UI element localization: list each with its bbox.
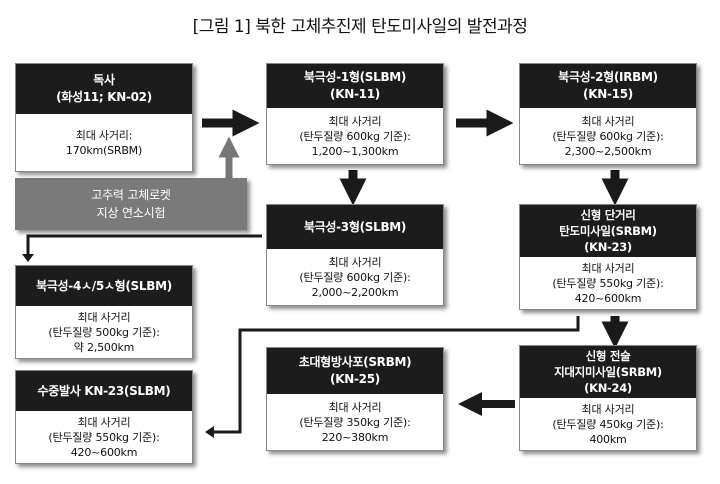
box-underwater-kn23-body-line: 최대 사거리 (77, 415, 131, 429)
box-bukgeukseong-3-head-line: 북극성-3형(SLBM) (303, 219, 407, 234)
box-bukgeukseong-1-body: 최대 사거리 (탄두질량 600kg 기준): 1,200~1,300km (267, 108, 443, 164)
box-kn25-body-line: 220~380km (321, 430, 389, 444)
box-kn23-body: 최대 사거리 (탄두질량 550kg 기준): 420~600km (520, 257, 696, 309)
box-kn24-head-line: 신형 전술 (585, 349, 631, 363)
box-kn25-header: 초대형방사포(SRBM) (KN-25) (267, 348, 443, 394)
box-bukgeukseong-2-body-line: (탄두질량 600kg 기준): (552, 129, 664, 143)
box-bukgeukseong-3-body-line: (탄두질량 600kg 기준): (299, 270, 411, 284)
box-bukgeukseong-1-body-line: 최대 사거리 (328, 114, 382, 128)
box-kn23-head-line: 신형 단거리 (580, 208, 636, 222)
box-toksa-header: 독사 (화성11; KN-02) (16, 64, 192, 114)
box-bukgeukseong-3: 북극성-3형(SLBM) 최대 사거리 (탄두질량 600kg 기준): 2,0… (266, 204, 444, 306)
box-bukgeukseong-2-header: 북극성-2형(IRBM) (KN-15) (520, 64, 696, 108)
box-bukgeukseong-2-head-line: 북극성-2형(IRBM) (558, 70, 658, 84)
ground-test-line: 고추력 고체로켓 (91, 188, 171, 202)
arrow-kn23-to-underwater (212, 316, 580, 434)
box-bukgeukseong-2-body-line: 최대 사거리 (581, 114, 635, 128)
ground-test-line: 지상 연소시험 (96, 206, 166, 220)
box-toksa-head-line: (화성11; KN-02) (56, 90, 152, 104)
box-bukgeukseong-4-5-header: 북극성-4ㅅ/5ㅅ형(SLBM) (16, 266, 192, 306)
box-underwater-kn23: 수중발사 KN-23(SLBM) 최대 사거리 (탄두질량 550kg 기준):… (15, 370, 193, 464)
box-kn23-head-line: (KN-23) (584, 240, 632, 254)
box-toksa-body: 최대 사거리: 170km(SRBM) (16, 114, 192, 171)
box-kn23: 신형 단거리 탄도미사일(SRBM) (KN-23) 최대 사거리 (탄두질량 … (519, 204, 697, 310)
box-toksa-body-line: 170km(SRBM) (65, 143, 143, 157)
box-bukgeukseong-4-5-body: 최대 사거리 (탄두질량 500kg 기준): 약 2,500km (16, 306, 192, 358)
box-kn25-head-line: (KN-25) (330, 372, 380, 386)
box-kn23-body-line: (탄두질량 550kg 기준): (552, 276, 664, 290)
box-bukgeukseong-3-header: 북극성-3형(SLBM) (267, 205, 443, 249)
box-bukgeukseong-4-5: 북극성-4ㅅ/5ㅅ형(SLBM) 최대 사거리 (탄두질량 500kg 기준):… (15, 265, 193, 359)
box-underwater-kn23-body: 최대 사거리 (탄두질량 550kg 기준): 420~600km (16, 411, 192, 463)
box-ground-test: 고추력 고체로켓 지상 연소시험 (15, 178, 247, 230)
box-kn24-header: 신형 전술 지대지미사일(SRBM) (KN-24) (520, 346, 696, 398)
box-underwater-kn23-body-line: (탄두질량 550kg 기준): (48, 430, 160, 444)
box-bukgeukseong-2-body: 최대 사거리 (탄두질량 600kg 기준): 2,300~2,500km (520, 108, 696, 164)
box-kn24-head-line: (KN-24) (584, 381, 632, 395)
box-underwater-kn23-header: 수중발사 KN-23(SLBM) (16, 371, 192, 411)
arrow-kn23-to-underwater-head (205, 426, 214, 438)
box-toksa-head-line: 독사 (93, 73, 115, 87)
box-toksa: 독사 (화성11; KN-02) 최대 사거리: 170km(SRBM) (15, 63, 193, 172)
box-kn24: 신형 전술 지대지미사일(SRBM) (KN-24) 최대 사거리 (탄두질량 … (519, 345, 697, 451)
box-bukgeukseong-2: 북극성-2형(IRBM) (KN-15) 최대 사거리 (탄두질량 600kg … (519, 63, 697, 165)
box-kn25: 초대형방사포(SRBM) (KN-25) 최대 사거리 (탄두질량 350kg … (266, 347, 444, 451)
box-bukgeukseong-3-body-line: 2,000~2,200km (311, 285, 399, 299)
arrow-bgs3-to-bgs45 (26, 234, 262, 256)
box-kn23-body-line: 420~600km (574, 291, 642, 305)
box-bukgeukseong-1-body-line: 1,200~1,300km (311, 144, 399, 158)
box-kn23-body-line: 최대 사거리 (581, 261, 635, 275)
box-kn23-header: 신형 단거리 탄도미사일(SRBM) (KN-23) (520, 205, 696, 257)
box-kn24-body: 최대 사거리 (탄두질량 450kg 기준): 400km (520, 398, 696, 450)
box-toksa-body-line: 최대 사거리: (75, 128, 133, 142)
box-kn23-head-line: 탄도미사일(SRBM) (559, 224, 657, 238)
figure-title: [그림 1] 북한 고체추진제 탄도미사일의 발전과정 (192, 17, 528, 37)
box-bukgeukseong-4-5-body-line: 약 2,500km (73, 340, 135, 354)
box-kn25-head-line: 초대형방사포(SRBM) (298, 355, 412, 369)
box-bukgeukseong-1: 북극성-1형(SLBM) (KN-11) 최대 사거리 (탄두질량 600kg … (266, 63, 444, 165)
box-bukgeukseong-3-body-line: 최대 사거리 (328, 255, 382, 269)
box-kn25-body-line: 최대 사거리 (328, 400, 382, 414)
box-bukgeukseong-4-5-head-line: 북극성-4ㅅ/5ㅅ형(SLBM) (36, 278, 172, 293)
box-bukgeukseong-2-body-line: 2,300~2,500km (564, 144, 652, 158)
box-bukgeukseong-4-5-body-line: (탄두질량 500kg 기준): (48, 325, 160, 339)
box-kn25-body-line: (탄두질량 350kg 기준): (299, 415, 411, 429)
box-kn25-body: 최대 사거리 (탄두질량 350kg 기준): 220~380km (267, 394, 443, 450)
arrow-bgs3-to-bgs45-head (22, 254, 34, 262)
box-bukgeukseong-1-head-line: (KN-11) (330, 87, 380, 101)
box-kn24-body-line: 400km (589, 432, 627, 446)
box-bukgeukseong-1-head-line: 북극성-1형(SLBM) (303, 70, 407, 84)
box-bukgeukseong-4-5-body-line: 최대 사거리 (77, 310, 131, 324)
box-underwater-kn23-body-line: 420~600km (70, 445, 138, 459)
box-bukgeukseong-3-body: 최대 사거리 (탄두질량 600kg 기준): 2,000~2,200km (267, 249, 443, 305)
box-kn24-body-line: (탄두질량 450kg 기준): (552, 417, 664, 431)
box-kn24-head-line: 지대지미사일(SRBM) (554, 365, 662, 379)
box-bukgeukseong-2-head-line: (KN-15) (583, 87, 633, 101)
box-bukgeukseong-1-header: 북극성-1형(SLBM) (KN-11) (267, 64, 443, 108)
box-underwater-kn23-head-line: 수중발사 KN-23(SLBM) (37, 383, 171, 398)
box-bukgeukseong-1-body-line: (탄두질량 600kg 기준): (299, 129, 411, 143)
box-kn24-body-line: 최대 사거리 (581, 402, 635, 416)
